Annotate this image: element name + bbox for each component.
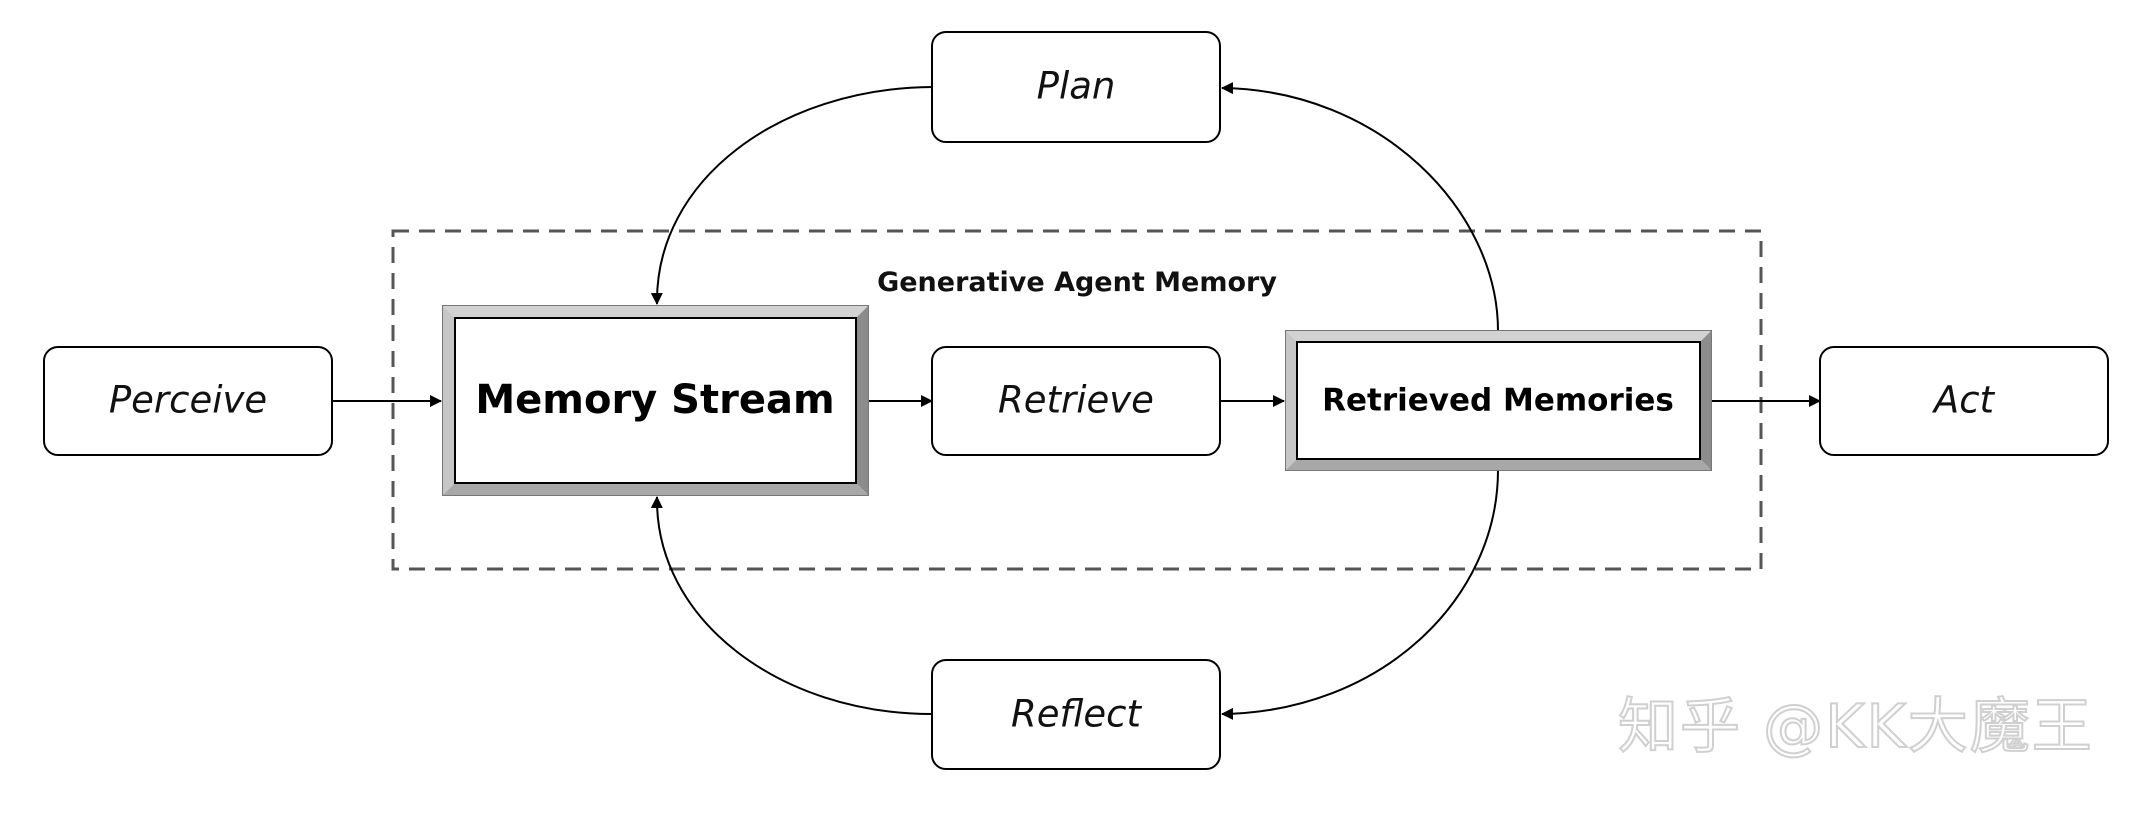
- retrieved-memories-node: Retrieved Memories: [1285, 330, 1712, 471]
- retrieved-memories-label: Retrieved Memories: [1322, 383, 1674, 419]
- plan-label: Plan: [1037, 65, 1116, 108]
- edge-reflect-to-memory-stream: [650, 496, 933, 715]
- memory-stream-label: Memory Stream: [475, 377, 834, 423]
- perceive-label: Perceive: [109, 379, 267, 422]
- memory-stream-node: Memory Stream: [442, 305, 869, 496]
- edge-plan-to-memory-stream: [650, 86, 933, 305]
- edge-retrieved-memories-to-plan: [1221, 82, 1499, 332]
- watermark: 知乎 @KK大魔王: [1618, 692, 2094, 762]
- reflect-node: Reflect: [931, 659, 1221, 770]
- retrieve-node: Retrieve: [931, 346, 1221, 456]
- perceive-node: Perceive: [43, 346, 333, 456]
- act-node: Act: [1819, 346, 2109, 456]
- group-label: Generative Agent Memory: [877, 267, 1277, 298]
- plan-node: Plan: [931, 31, 1221, 143]
- reflect-label: Reflect: [1011, 693, 1142, 736]
- retrieve-label: Retrieve: [998, 379, 1154, 422]
- edge-retrieved-memories-to-reflect: [1221, 469, 1499, 720]
- act-label: Act: [1932, 379, 1996, 422]
